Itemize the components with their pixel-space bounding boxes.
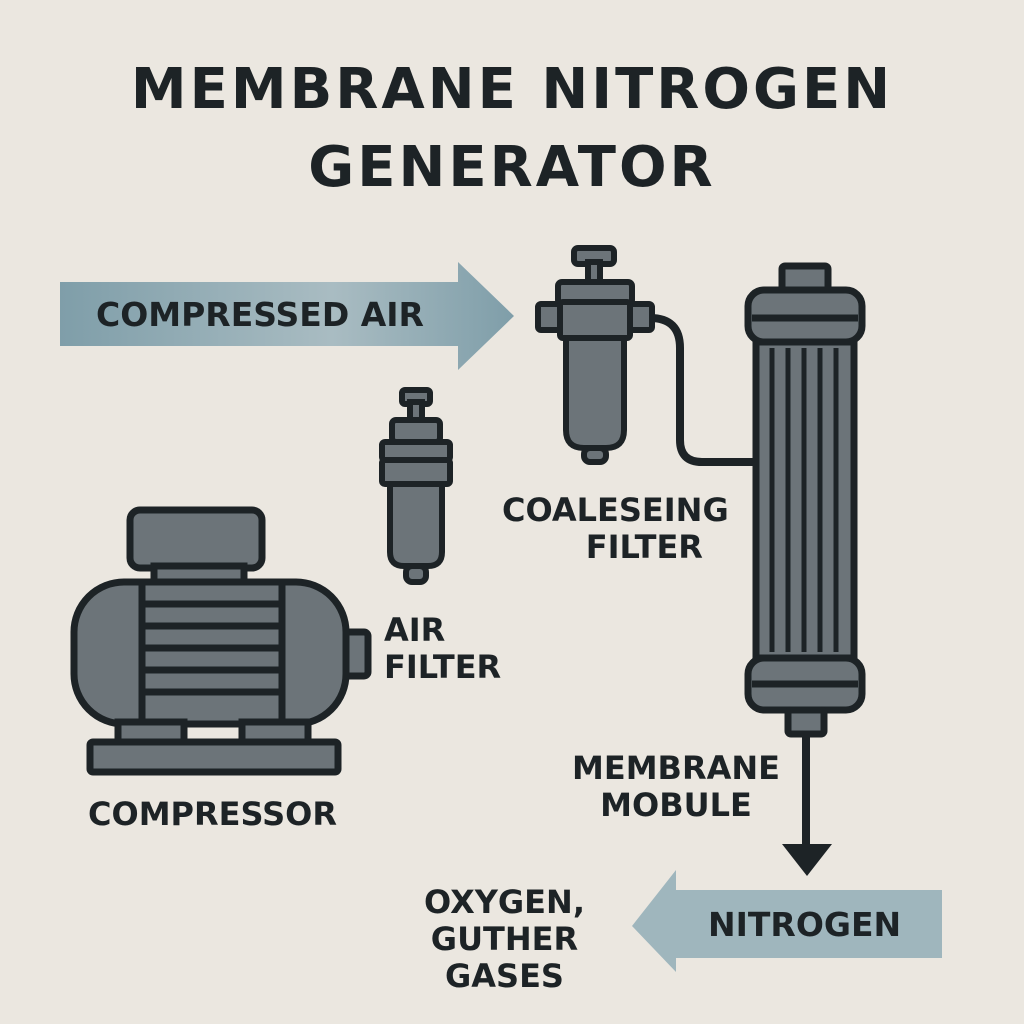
coalescing-filter-label-line-1: COALESEING <box>502 491 729 529</box>
oxygen-gases-label-line-2: GUTHER <box>430 919 579 958</box>
air-filter-icon <box>379 387 453 585</box>
coalescing-filter-label: COALESEING FILTER <box>502 492 729 566</box>
compressed-air-label: COMPRESSED AIR <box>96 295 424 334</box>
compressor-label: COMPRESSOR <box>88 795 337 833</box>
air-filter-label: AIR FILTER <box>384 612 501 686</box>
membrane-module-label-line-2: MOBULE <box>600 785 752 824</box>
page-title-line-2: GENERATOR <box>308 135 716 200</box>
nitrogen-label: NITROGEN <box>708 905 902 944</box>
coalescing-filter-label-line-2: FILTER <box>585 527 703 566</box>
connecting-pipe <box>624 314 756 466</box>
oxygen-gases-label-line-1: OXYGEN, <box>424 883 585 921</box>
nitrogen-outlet-arrowhead <box>782 844 832 876</box>
oxygen-gases-label: OXYGEN, GUTHER GASES <box>424 884 585 994</box>
air-filter-label-line-2: FILTER <box>384 647 502 686</box>
coalescing-filter-icon <box>535 245 655 465</box>
oxygen-gases-label-line-3: GASES <box>444 956 564 995</box>
nitrogen-arrow <box>632 870 942 972</box>
compressor-icon <box>70 506 372 776</box>
membrane-module-label: MEMBRANE MOBULE <box>572 750 780 824</box>
membrane-module-label-line-1: MEMBRANE <box>572 749 780 787</box>
membrane-module-icon <box>744 262 866 738</box>
page-title-line-1: MEMBRANE NITROGEN <box>130 57 894 122</box>
air-filter-label-line-1: AIR <box>384 611 446 649</box>
compressed-air-arrow <box>60 262 514 370</box>
